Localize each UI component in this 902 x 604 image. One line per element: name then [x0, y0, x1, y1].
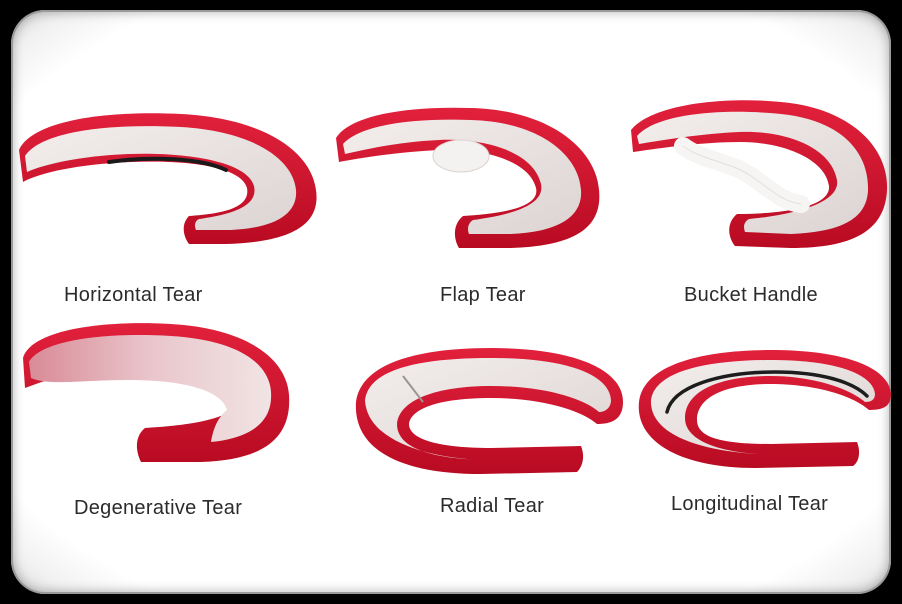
meniscus-degenerative-tear — [23, 323, 289, 462]
meniscus-radial-tear — [356, 348, 623, 474]
label-horizontal-tear: Horizontal Tear — [64, 284, 203, 307]
label-flap-tear: Flap Tear — [440, 284, 526, 307]
label-radial-tear: Radial Tear — [440, 495, 544, 518]
meniscus-bucket-handle — [631, 100, 887, 248]
meniscus-horizontal-tear — [19, 113, 317, 244]
diagram-panel: Horizontal Tear Flap Tear Bucket Handle … — [11, 10, 891, 594]
meniscus-longitudinal-tear — [639, 350, 891, 468]
label-degenerative-tear: Degenerative Tear — [74, 497, 242, 520]
meniscus-flap-tear — [336, 108, 599, 248]
label-longitudinal-tear: Longitudinal Tear — [671, 493, 828, 516]
label-bucket-handle: Bucket Handle — [684, 284, 818, 307]
